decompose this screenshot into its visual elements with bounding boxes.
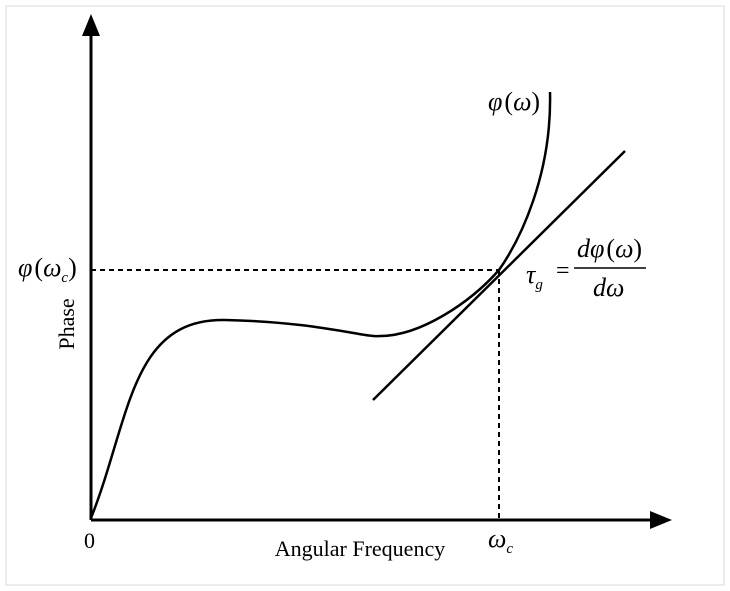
equation-numerator: dφ(ω) <box>577 234 642 263</box>
x-axis-arrowhead <box>650 511 672 529</box>
phase-at-cutoff-label: φ(ωc) <box>18 253 77 286</box>
figure-frame <box>5 5 725 586</box>
y-axis-arrowhead <box>82 14 100 36</box>
phase-curve <box>89 91 552 519</box>
x-axis-label: Angular Frequency <box>275 536 445 561</box>
group-delay-symbol: τg <box>526 260 543 293</box>
equals-sign: = <box>556 258 570 284</box>
y-axis-label: Phase <box>54 298 79 349</box>
equation-denominator: dω <box>593 273 624 302</box>
tangent-line <box>372 150 626 401</box>
origin-label: 0 <box>84 528 95 553</box>
cutoff-frequency-label: ωc <box>488 524 513 557</box>
curve-label: φ(ω) <box>488 87 540 116</box>
